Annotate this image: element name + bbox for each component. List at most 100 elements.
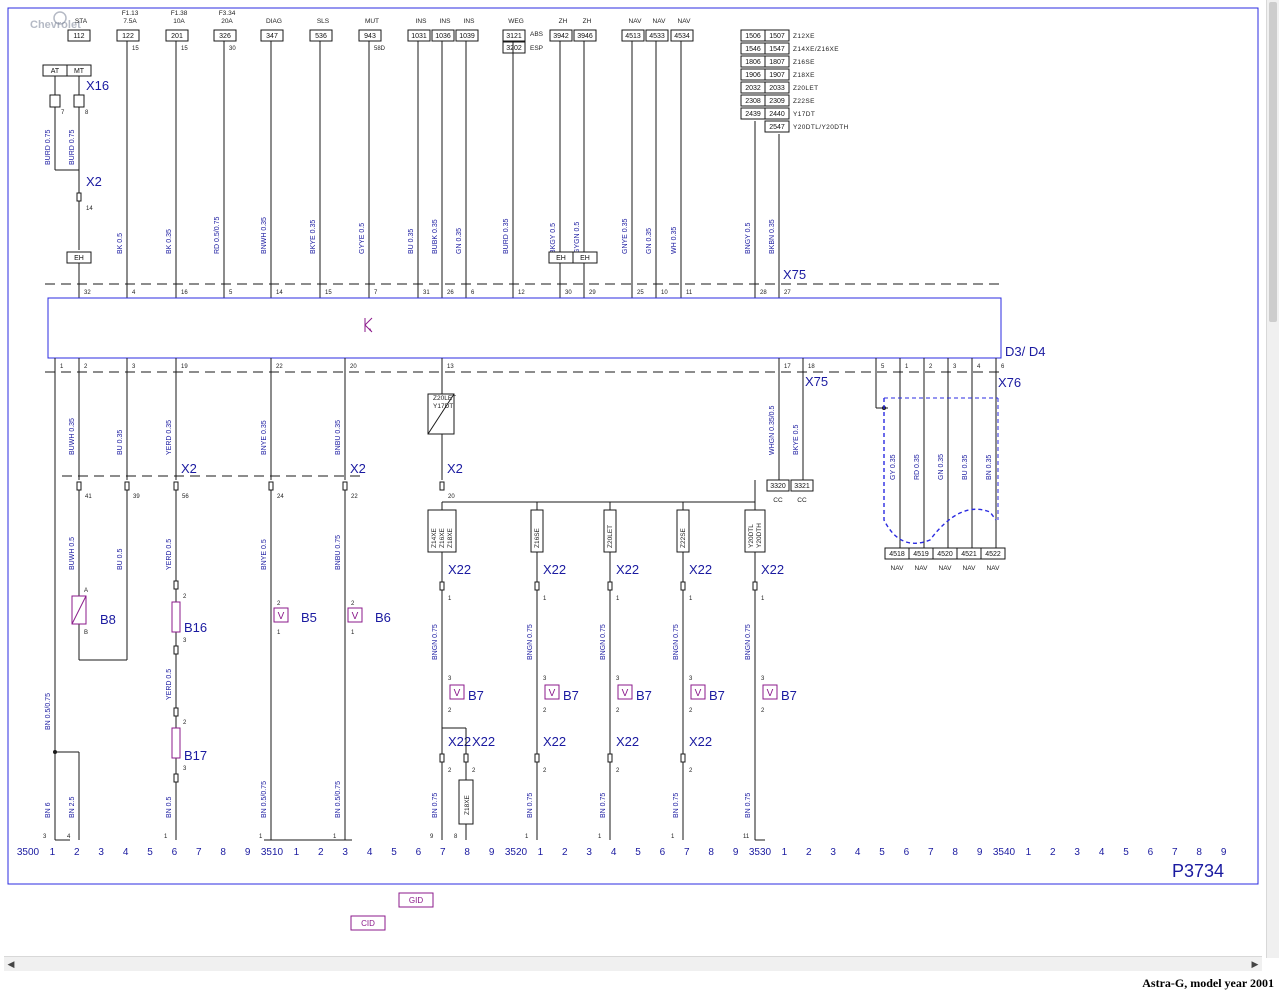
engine-code-box-box xyxy=(764,29,790,42)
wire-label: BN 0.75 xyxy=(432,793,439,818)
grid-reference: 4 xyxy=(611,847,617,858)
vertical-scrollbar-thumb[interactable] xyxy=(1269,2,1277,322)
grid-reference: 6 xyxy=(660,847,666,858)
ground-pin: 11 xyxy=(743,834,750,840)
pin-number: 2 xyxy=(761,708,765,714)
wire-label: GYYE 0.5 xyxy=(359,223,366,254)
x2-pin xyxy=(76,481,82,491)
pin-number: 2 xyxy=(543,708,547,714)
pin-letter: A xyxy=(84,588,88,594)
terminal-box-box xyxy=(67,29,91,42)
x22-pin xyxy=(752,581,758,591)
ecu-pin-number: 13 xyxy=(447,364,454,370)
wire-label: BNWH 0.35 xyxy=(261,217,268,254)
ground-pin: 1 xyxy=(671,834,675,840)
ecu-pin-number: 6 xyxy=(471,290,475,296)
vertical-scrollbar[interactable] xyxy=(1266,0,1279,958)
grid-reference: 4 xyxy=(855,847,861,858)
x2-pin xyxy=(173,481,179,491)
wire-label: BU 0.5 xyxy=(117,548,124,570)
wire-label: BNBU 0.75 xyxy=(335,535,342,570)
nav-label: NAV xyxy=(915,565,929,572)
wire-label: BURD 0.75 xyxy=(69,129,76,165)
grid-reference: 6 xyxy=(904,847,910,858)
engine-variant-label: Z14XE/Z16XE xyxy=(793,46,839,53)
wire-label: GY 0.35 xyxy=(890,454,897,480)
engine-code-box: 2309 xyxy=(769,98,785,105)
wire-label: YERD 0.5 xyxy=(166,539,173,570)
pin-number: 24 xyxy=(277,494,284,500)
engine-code-box: 1806 xyxy=(745,59,761,66)
grid-reference: 2 xyxy=(562,847,568,858)
connector-x22-label: X22 xyxy=(616,734,639,749)
terminal-box-box xyxy=(573,29,597,42)
wire-label: BNBU 0.35 xyxy=(335,420,342,455)
engine-code-box-box xyxy=(764,81,790,94)
wire-label: BNGN 0.75 xyxy=(673,624,680,660)
terminal-box-box xyxy=(621,29,645,42)
terminal-label: INS xyxy=(440,18,452,25)
eh-box: EH xyxy=(580,255,590,262)
engine-code-box: 1907 xyxy=(769,72,785,79)
terminal-box: 122 xyxy=(122,33,134,40)
ecu-pin-number: 14 xyxy=(276,290,283,296)
wire-label: GN 0.35 xyxy=(938,454,945,480)
grid-reference: 5 xyxy=(1123,847,1129,858)
terminal-box: 3202 xyxy=(506,45,522,52)
variant-label: Z22SE xyxy=(680,527,687,548)
weg-side-label: ABS xyxy=(530,31,544,38)
ecu-pin-number: 6 xyxy=(1001,364,1005,370)
ecu-control-unit xyxy=(47,297,1002,359)
cc-label: CC xyxy=(797,497,807,504)
wire-label: BN 0.5 xyxy=(166,796,173,818)
scroll-right-arrow-icon[interactable]: ▶ xyxy=(1251,959,1259,969)
terminal-label: NAV xyxy=(629,18,643,25)
sensor-v-label: V xyxy=(278,611,285,622)
engine-variant-label: Y17DT xyxy=(793,111,815,118)
engine-variant-label: Z18XE xyxy=(793,72,815,79)
terminal-box-box xyxy=(549,29,573,42)
pin-number: 1 xyxy=(616,596,620,602)
pin-number: 7 xyxy=(61,110,65,116)
wire-label: BNYE 0.5 xyxy=(261,539,268,570)
connector-x22-label: X22 xyxy=(543,734,566,749)
nav-label: NAV xyxy=(939,565,953,572)
fuse-label: F3.34 xyxy=(219,10,236,17)
wire-label: BKYE 0.5 xyxy=(793,425,800,455)
wire-label: BNGY 0.5 xyxy=(745,223,752,254)
pin-number: 2 xyxy=(689,768,693,774)
sensor-label-b7: B7 xyxy=(781,688,797,703)
pin-number: 3 xyxy=(183,638,187,644)
sensor-label-b7: B7 xyxy=(636,688,652,703)
pin-number: 2 xyxy=(448,768,452,774)
ecu-pin-number: 10 xyxy=(661,290,668,296)
pin-number: 2 xyxy=(448,708,452,714)
terminal-box: 1036 xyxy=(435,33,451,40)
pin-number: 3 xyxy=(761,676,765,682)
x22-pin xyxy=(534,753,540,763)
x16-contact xyxy=(73,94,85,108)
ecu-pin-number: 30 xyxy=(565,290,572,296)
terminal-box-box xyxy=(502,29,526,42)
terminal-box: 347 xyxy=(266,33,278,40)
variant-label: Z16SE xyxy=(534,527,541,548)
grid-reference: 5 xyxy=(635,847,641,858)
nav-label: NAV xyxy=(891,565,905,572)
grid-reference: 8 xyxy=(952,847,958,858)
wire-label: BKGY 0.5 xyxy=(550,223,557,254)
grid-reference: 9 xyxy=(245,847,251,858)
ecu-pin-number: 26 xyxy=(447,290,454,296)
terminal-box: 943 xyxy=(364,33,376,40)
scroll-left-arrow-icon[interactable]: ◀ xyxy=(7,959,15,969)
grid-reference: 1 xyxy=(294,847,300,858)
sensor-label-b7: B7 xyxy=(468,688,484,703)
engine-code-box: 2308 xyxy=(745,98,761,105)
horizontal-scrollbar[interactable]: ◀ ▶ xyxy=(4,956,1262,971)
terminal-pin: 15 xyxy=(181,46,188,52)
ecu-pin-number: 12 xyxy=(518,290,525,296)
wire-label: BN 0.75 xyxy=(673,793,680,818)
grid-reference: 8 xyxy=(708,847,714,858)
grid-reference: 4 xyxy=(1099,847,1105,858)
ecu-pin-number: 11 xyxy=(686,290,693,296)
